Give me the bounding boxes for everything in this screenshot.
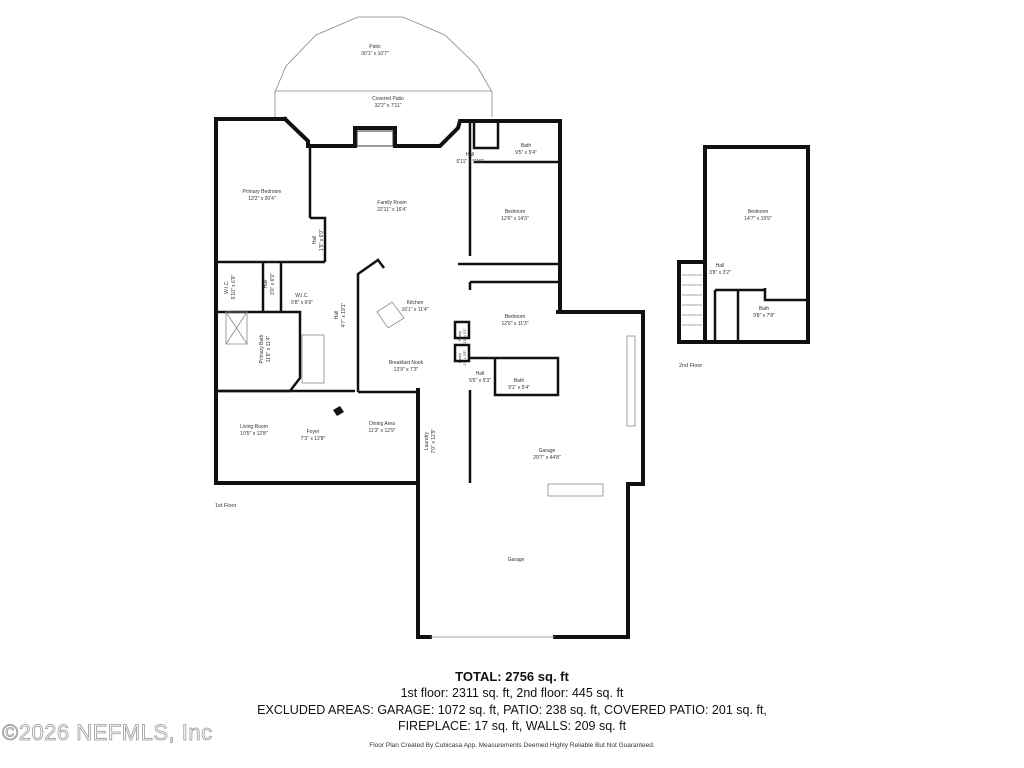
room-dim: 11'3" x 12'9" <box>368 428 395 434</box>
first-floor-walls <box>214 116 645 639</box>
room-dim: 10'5" x 12'8" <box>240 431 268 437</box>
room-name: Pantry <box>458 353 462 363</box>
room-dim: 12'6" x 11'3" <box>501 321 528 327</box>
room-name: Patio <box>369 44 381 50</box>
floor-areas: 1st floor: 2311 sq. ft, 2nd floor: 445 s… <box>400 686 624 700</box>
room-dim: 13'9" x 7'3" <box>394 367 419 373</box>
room-dim: 4'7" x 19'1" <box>341 302 347 327</box>
room-name: Family Room <box>377 200 406 206</box>
room-dim: 9'5" x 5'4" <box>515 150 537 156</box>
room-dim: 12'6" x 14'3" <box>501 216 529 222</box>
room-name: Bedroom <box>505 209 525 215</box>
room-dim: 32'2" x 7'11" <box>374 103 401 109</box>
room-dim: 5'8" x 6'9" <box>291 300 313 306</box>
room-dim: 9'1" x 5'4" <box>508 385 530 391</box>
room-name: Hall <box>716 263 725 269</box>
room-name: Breakfast Nook <box>389 360 424 366</box>
room-name: Primary Bedroom <box>243 189 282 195</box>
room-name: Garage <box>508 557 525 563</box>
patio-outline <box>274 16 493 117</box>
room-dim: 11'8" x 11'4" <box>266 335 272 362</box>
room-dim: 22'11" x 16'4" <box>377 207 407 213</box>
room-name: Bedroom <box>748 209 768 215</box>
room-name: Bath <box>759 306 770 312</box>
room-name: Primary Bath <box>259 334 265 363</box>
room-dim: 7'3" x 12'8" <box>301 436 326 442</box>
room-dim: 13'2" x 20'4" <box>248 196 276 202</box>
room-name: Foyer <box>307 429 320 435</box>
room-dim: 5'6" x 5'3" <box>469 378 491 384</box>
excluded-areas-cont: FIREPLACE: 17 sq. ft, WALLS: 209 sq. ft <box>397 719 627 733</box>
room-dim: 6'11" x 5'10" <box>456 159 483 165</box>
room-name: Bath <box>521 143 532 149</box>
watermark: ©2026 NEFMLS, Inc <box>2 720 213 746</box>
floor-label-second: 2nd Floor <box>679 363 702 369</box>
room-name: Hall <box>312 236 318 245</box>
room-name: Garage <box>539 448 556 454</box>
room-dim: 1'0" x 2'8" <box>463 350 467 366</box>
excluded-areas: EXCLUDED AREAS: GARAGE: 1072 sq. ft, PAT… <box>257 703 767 717</box>
room-dim: 1'0" x 2'1" <box>463 328 467 344</box>
room-name: Dining Area <box>369 421 395 427</box>
disclaimer-note: Floor Plan Created By Cubicasa App. Meas… <box>369 742 655 749</box>
room-name: W.I.C. <box>295 293 309 299</box>
room-name: Laundry <box>424 431 430 450</box>
room-dim: 5'10" x 6'9" <box>231 274 237 299</box>
room-dim: 14'7" x 19'9" <box>744 216 772 222</box>
room-name: Hall <box>476 371 485 377</box>
room-name: Hall <box>334 311 340 320</box>
room-dim: 29'7" x 44'8" <box>533 455 561 461</box>
floor-label-first: 1st Floor <box>215 503 237 509</box>
room-labels: Patio 30'1" x 10'7" Covered Patio 32'2" … <box>215 44 775 563</box>
room-name: Pantry <box>458 331 462 341</box>
room-dim: 3'0" x 6'9" <box>270 273 276 295</box>
total-area: TOTAL: 2756 sq. ft <box>455 669 569 684</box>
room-dim: 16'1" x 11'4" <box>401 307 428 313</box>
second-floor-walls <box>677 145 810 344</box>
room-name: Hall <box>466 152 475 158</box>
room-dim: 7'0" x 12'9" <box>431 428 437 453</box>
room-dim: 3'8" x 3'2" <box>709 270 731 276</box>
room-name: Living Room <box>240 424 268 430</box>
room-name: Kitchen <box>407 300 424 306</box>
room-dim: 1'9" x 6'0" <box>319 229 325 251</box>
room-name: W.I.C. <box>224 280 230 294</box>
room-name: Hall <box>263 280 269 289</box>
room-dim: 30'1" x 10'7" <box>361 51 389 57</box>
room-name: Bedroom <box>505 314 525 320</box>
room-dim: 9'8" x 7'8" <box>753 313 775 319</box>
room-name: Bath <box>514 378 525 384</box>
room-name: Covered Patio <box>372 96 404 102</box>
